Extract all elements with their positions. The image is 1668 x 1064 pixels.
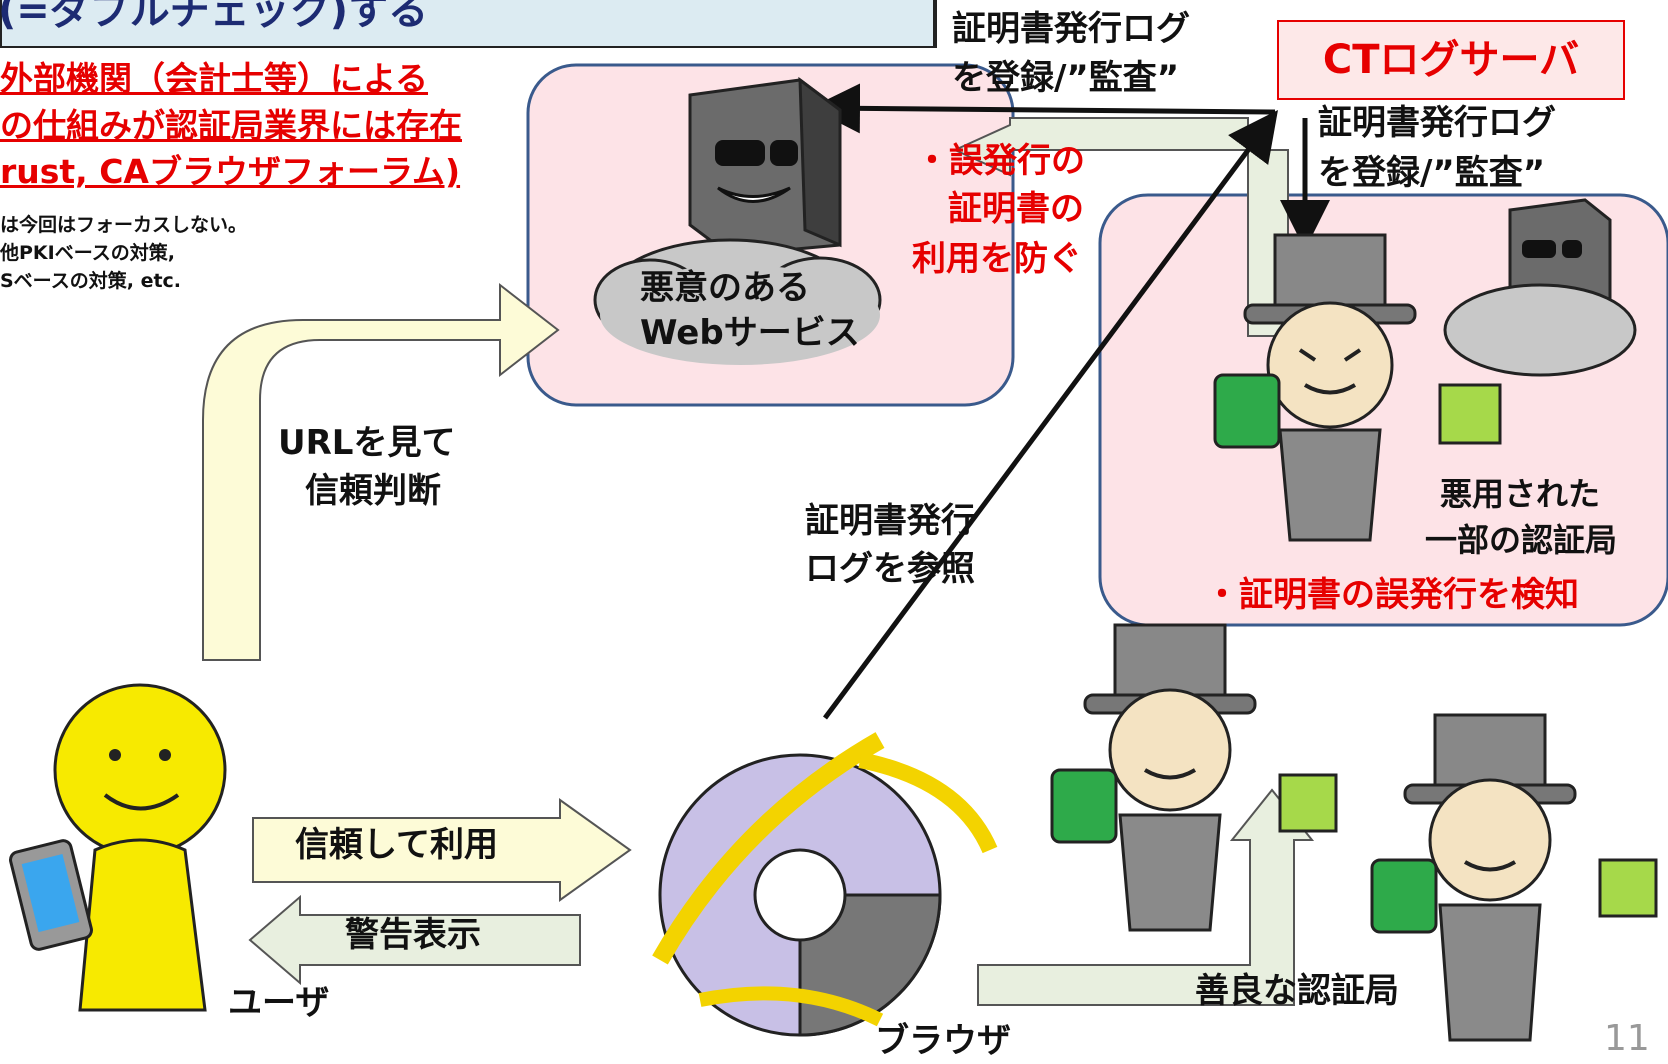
log-register-label-2-line-1: 証明書発行ログ xyxy=(1318,103,1556,143)
detect-label: ・証明書の誤発行を検知 xyxy=(1205,575,1579,615)
browser-label: ブラウザ xyxy=(875,1021,1011,1061)
url-trust-label-line-1: URLを見て xyxy=(278,423,456,463)
note-line-2: 他PKIベースの対策, xyxy=(0,242,175,264)
user-label: ユーザ xyxy=(228,983,330,1023)
prevent-label-line-3: 利用を防ぐ xyxy=(912,239,1082,279)
browser-to-ct-arrow xyxy=(822,109,1278,720)
red-note-line-2: の仕組みが認証局業界には存在 xyxy=(0,106,462,145)
url-trust-label-line-2: 信頼判断 xyxy=(305,471,441,511)
prevent-label-line-1: ・誤発行の xyxy=(915,141,1085,181)
ct-log-server-box: CTログサーバ xyxy=(1277,20,1625,100)
ct-to-web-arrow xyxy=(810,83,1276,134)
warning-arrow xyxy=(248,894,581,986)
log-refer-label-line-2: ログを参照 xyxy=(805,549,975,589)
malicious-web-label-line-1: 悪意のある xyxy=(640,268,810,308)
url-trust-arrow xyxy=(202,282,560,661)
note-line-1: は今回はフォーカスしない。 xyxy=(0,214,248,236)
abused-ca-label-line-1: 悪用された xyxy=(1440,475,1601,513)
good-ca-label: 善良な認証局 xyxy=(1195,971,1399,1011)
malicious-server-icon xyxy=(593,76,882,365)
malicious-web-label-line-2: Webサービス xyxy=(640,313,860,353)
log-register-label-2-line-2: を登録/”監査” xyxy=(1318,153,1546,193)
trust-use-arrow xyxy=(252,798,632,902)
red-note-line-1: 外部機関（会計士等）による xyxy=(0,59,429,98)
log-refer-label-line-1: 証明書発行 xyxy=(805,501,975,541)
abused-server-icon xyxy=(1443,198,1637,377)
warning-label: 警告表示 xyxy=(345,915,481,955)
user-character-icon xyxy=(9,683,227,1012)
abused-ca-character-icon xyxy=(1213,233,1502,542)
good-ca-character-2-icon xyxy=(1370,713,1658,1042)
good-ca-character-1-icon xyxy=(1050,623,1338,932)
prevent-label-line-2: 証明書の xyxy=(948,189,1084,229)
trust-use-label: 信頼して利用 xyxy=(295,825,498,865)
note-line-3: Sベースの対策, etc. xyxy=(0,270,182,292)
log-register-label-1-line-1: 証明書発行ログ xyxy=(952,9,1190,49)
title-banner xyxy=(0,0,935,48)
page-number: 11 xyxy=(1604,1018,1650,1059)
browser-icon xyxy=(652,732,998,1037)
slide-title: (=ダブルチェック)する xyxy=(0,0,429,34)
title-divider xyxy=(935,0,937,48)
red-note-line-3: rust, CAブラウザフォーラム) xyxy=(0,152,461,191)
log-register-label-1-line-2: を登録/”監査” xyxy=(952,58,1180,98)
abused-ca-label-line-2: 一部の認証局 xyxy=(1425,521,1618,559)
